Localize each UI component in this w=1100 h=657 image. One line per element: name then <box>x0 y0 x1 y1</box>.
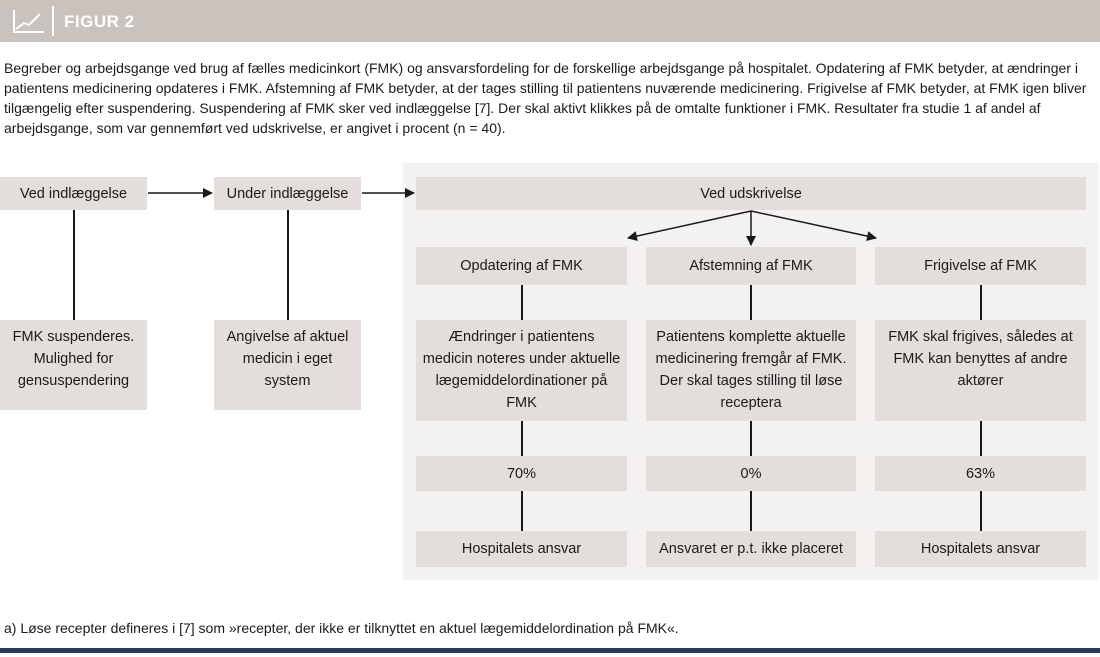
release-percent-box: 63% <box>875 456 1086 491</box>
release-connector-2 <box>980 421 982 456</box>
update-detail-box: Ændringer i patientens medicin noteres u… <box>416 320 627 421</box>
reconcile-connector-3 <box>750 491 752 531</box>
discharge-box: Ved udskrivelse <box>416 177 1086 210</box>
update-responsibility-box: Hospitalets ansvar <box>416 531 627 567</box>
admission-connector <box>73 210 75 320</box>
reconcile-responsibility-box: Ansvaret er p.t. ikke placeret <box>646 531 856 567</box>
reconcile-detail-box: Patientens komplette aktuelle medicineri… <box>646 320 856 421</box>
admission-box: Ved indlæggelse <box>0 177 147 210</box>
update-connector-3 <box>521 491 523 531</box>
reconcile-connector-2 <box>750 421 752 456</box>
reconcile-fmk-box: Afstemning af FMK <box>646 247 856 285</box>
line-chart-icon <box>10 8 48 36</box>
update-fmk-box: Opdatering af FMK <box>416 247 627 285</box>
during-connector <box>287 210 289 320</box>
release-responsibility-box: Hospitalets ansvar <box>875 531 1086 567</box>
header-divider <box>52 6 54 36</box>
reconcile-percent-box: 0% <box>646 456 856 491</box>
admission-detail-box: FMK suspenderes. Mulighed for gensuspend… <box>0 320 147 410</box>
figure-caption: Begreber og arbejdsgange ved brug af fæl… <box>4 60 1087 136</box>
reconcile-connector-1 <box>750 285 752 320</box>
update-connector-1 <box>521 285 523 320</box>
during-box: Under indlæggelse <box>214 177 361 210</box>
release-connector-3 <box>980 491 982 531</box>
release-detail-box: FMK skal frigives, således at FMK kan be… <box>875 320 1086 421</box>
update-connector-2 <box>521 421 523 456</box>
release-connector-1 <box>980 285 982 320</box>
figure-title: FIGUR 2 <box>64 12 135 31</box>
figure-header: FIGUR 2 <box>0 0 1100 42</box>
footnote: a) Løse recepter defineres i [7] som »re… <box>4 620 679 636</box>
bottom-rule <box>0 648 1100 653</box>
during-detail-box: Angivelse af aktuel medicin i eget syste… <box>214 320 361 410</box>
release-fmk-box: Frigivelse af FMK <box>875 247 1086 285</box>
update-percent-box: 70% <box>416 456 627 491</box>
